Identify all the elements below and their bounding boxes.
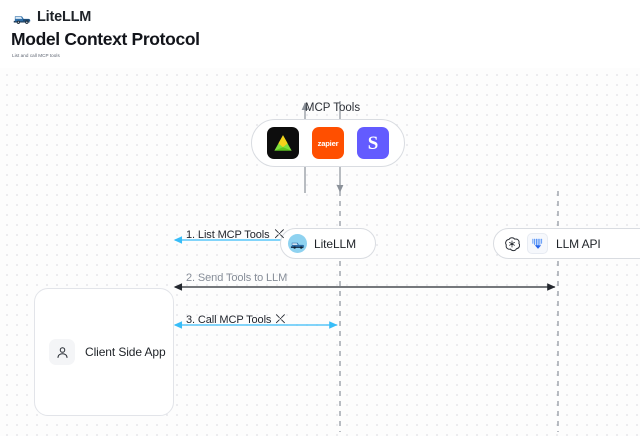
node-llm-api[interactable]: LLM API: [493, 228, 640, 259]
tools-icon: [274, 228, 285, 242]
anthropic-icon: [527, 233, 548, 254]
user-icon: [49, 339, 75, 365]
zapier-tool-label: zapier: [317, 138, 339, 148]
zapier-tool-icon[interactable]: zapier: [312, 127, 344, 159]
stripe-tool-label: S: [367, 132, 379, 154]
step-2-label: 2. Send Tools to LLM: [186, 273, 287, 284]
diagram-canvas: MCP Tools zapier S: [0, 68, 640, 436]
tools-icon: [275, 313, 286, 327]
mcp-tools-group[interactable]: zapier S: [251, 119, 405, 167]
step-2-text: 2. Send Tools to LLM: [186, 272, 288, 284]
node-litellm-label: LiteLLM: [314, 236, 356, 251]
mcp-tools-label: MCP Tools: [304, 102, 361, 114]
openai-icon: [501, 233, 522, 254]
litellm-truck-logo-icon: [13, 10, 31, 25]
step-3-text: 3. Call MCP Tools: [186, 313, 272, 326]
stripe-tool-icon[interactable]: S: [357, 127, 389, 159]
step-1-label: 1. List MCP Tools: [186, 228, 285, 242]
node-litellm[interactable]: LiteLLM: [280, 228, 376, 259]
ably-tool-icon[interactable]: [267, 127, 299, 159]
page-title: Model Context Protocol: [11, 29, 200, 49]
step-1-text: 1. List MCP Tools: [186, 228, 270, 241]
brand-name: LiteLLM: [37, 8, 92, 25]
step-3-label: 3. Call MCP Tools: [186, 313, 286, 327]
node-client-side-app-label: Client Side App: [85, 345, 166, 359]
brand: LiteLLM: [13, 7, 91, 27]
litellm-avatar-icon: [288, 234, 307, 253]
node-client-side-app[interactable]: Client Side App: [34, 288, 174, 416]
node-llm-api-label: LLM API: [556, 236, 601, 251]
page-subtitle: List and call MCP tools: [12, 53, 60, 58]
